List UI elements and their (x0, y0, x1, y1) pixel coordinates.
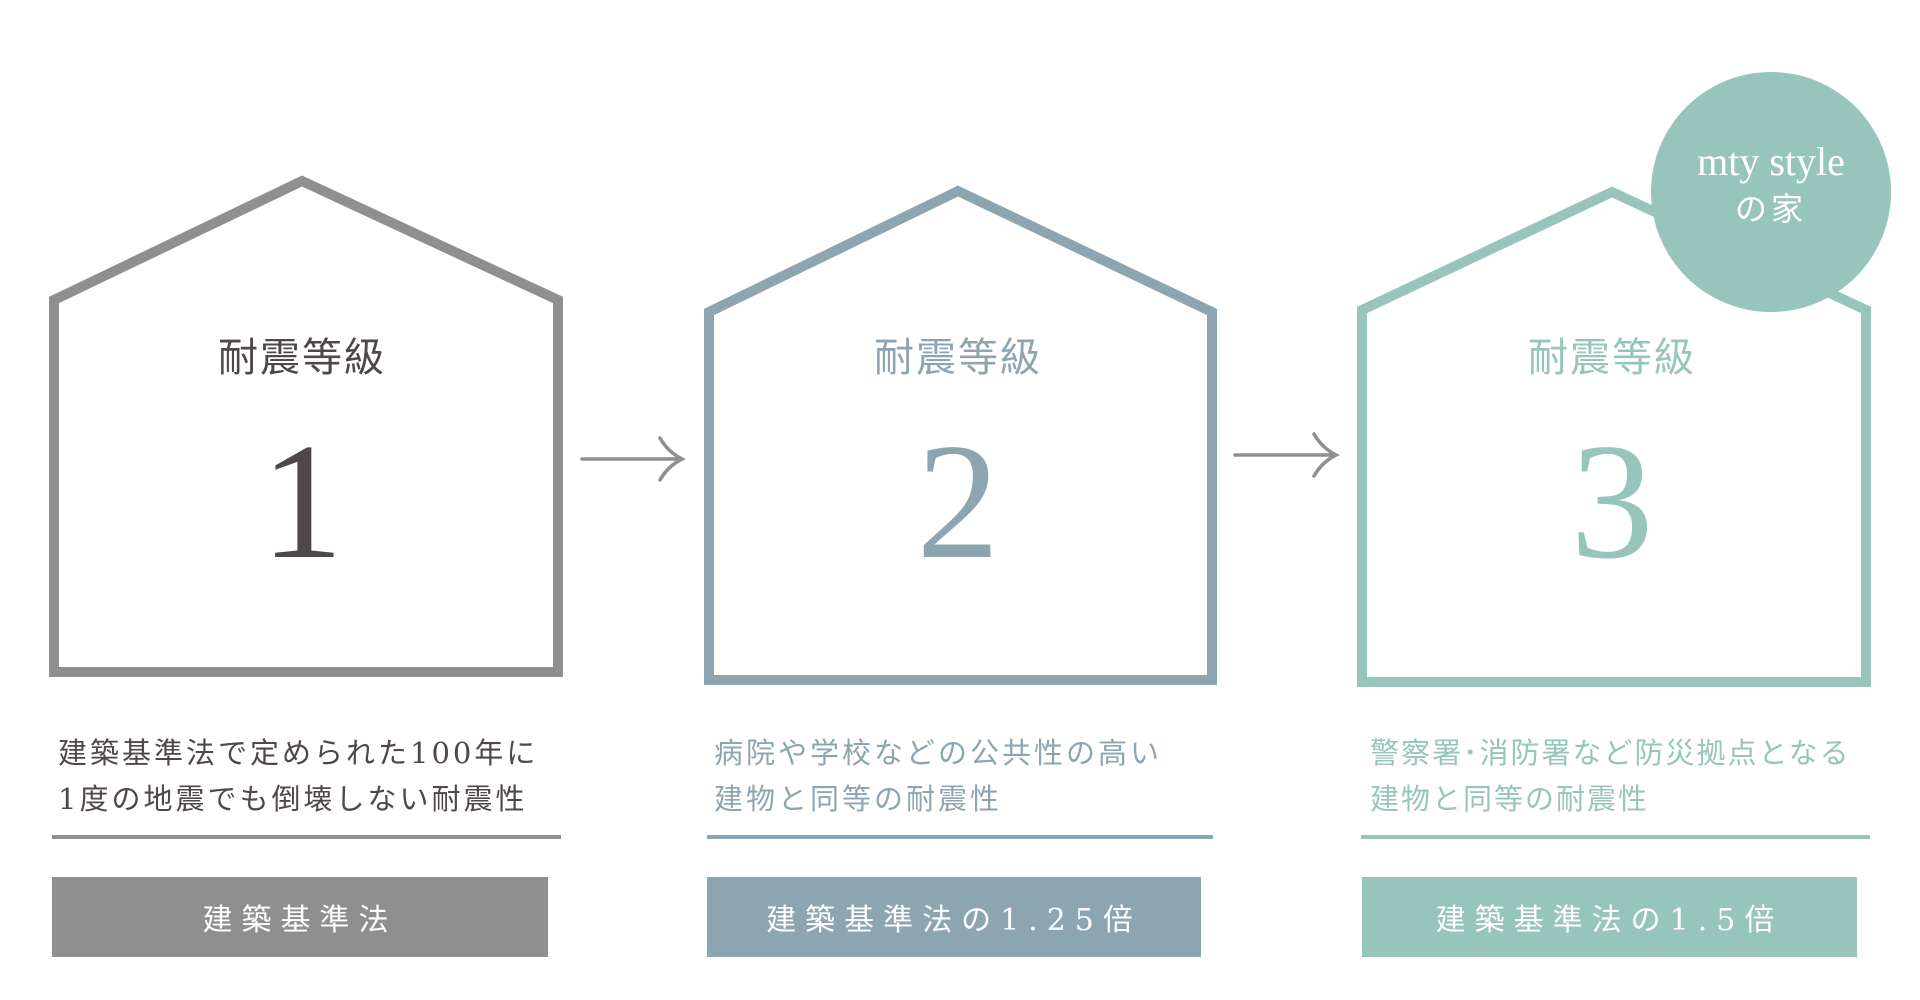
description-line: 建築基準法で定められた100年に (58, 736, 539, 770)
level-2-divider (707, 835, 1213, 839)
description-line: 建物と同等の耐震性 (1370, 782, 1650, 816)
house-1-outline (49, 175, 563, 677)
house-2-outline (704, 185, 1217, 685)
level-2-badge: 建築基準法の1.25倍 (707, 877, 1201, 957)
level-1-description: 建築基準法で定められた100年に 1度の地震でも倒壊しない耐震性 (58, 730, 538, 822)
level-3-heading: 耐震等級 (1528, 335, 1696, 381)
level-1-divider (52, 835, 561, 839)
level-2-number: 2 (916, 409, 1000, 593)
level-1-heading: 耐震等級 (218, 335, 386, 381)
mty-style-label: mty style (1697, 139, 1845, 184)
level-3-divider (1361, 835, 1870, 839)
mty-style-badge: mty style の家 (1651, 72, 1891, 312)
house-3-outline (1357, 186, 1871, 687)
level-3-number: 3 (1570, 409, 1654, 593)
level-2-description: 病院や学校などの公共性の高い 建物と同等の耐震性 (714, 730, 1162, 822)
level-3-badge: 建築基準法の1.5倍 (1362, 877, 1857, 957)
mty-style-subtitle: の家 (1734, 190, 1807, 228)
description-line: 1度の地震でも倒壊しない耐震性 (58, 782, 528, 816)
description-line: 病院や学校などの公共性の高い (714, 736, 1163, 770)
level-1-badge: 建築基準法 (52, 877, 548, 957)
level-2-heading: 耐震等級 (874, 335, 1042, 381)
description-line: 建物と同等の耐震性 (714, 782, 1003, 816)
level-1-number: 1 (260, 409, 344, 593)
description-line: 警察署･消防署など防災拠点となる (1370, 736, 1851, 770)
arrow-right-icon (1233, 432, 1340, 478)
arrow-right-icon (580, 436, 686, 482)
level-3-description: 警察署･消防署など防災拠点となる 建物と同等の耐震性 (1370, 730, 1851, 822)
